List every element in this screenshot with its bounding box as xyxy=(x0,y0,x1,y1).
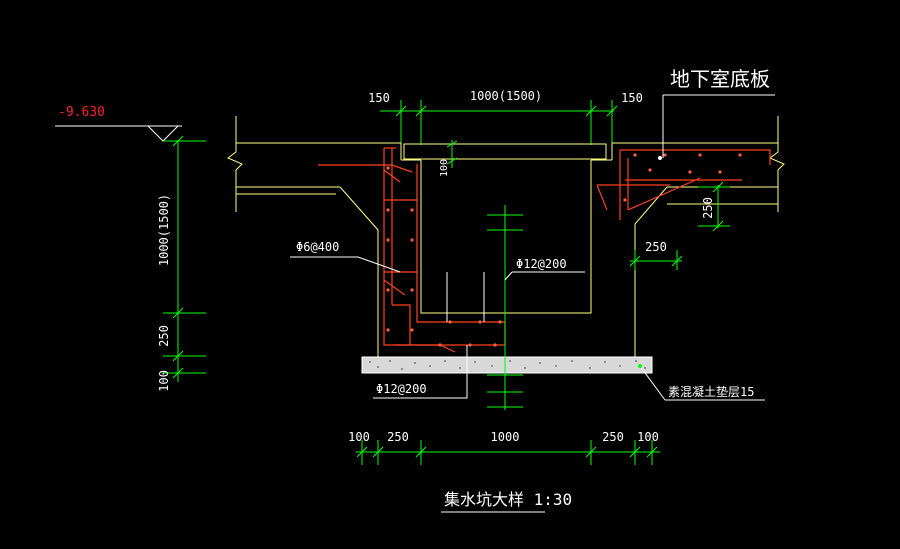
label-rebar-bottom: Φ12@200 xyxy=(376,382,427,396)
dim-left-base: 250 xyxy=(157,325,171,347)
dim-bottom-250-left: 250 xyxy=(387,430,409,444)
dim-left-bottom: 100 xyxy=(157,370,171,392)
rebar-cage xyxy=(318,147,771,353)
dim-bottom-100-right: 100 xyxy=(637,430,659,444)
cushion-callout-dot xyxy=(638,364,642,368)
concrete-cushion-layer xyxy=(361,356,653,374)
drawing-title: 集水坑大样 1:30 xyxy=(444,490,572,509)
dim-top-left: 150 xyxy=(368,91,390,105)
top-dimension-chain xyxy=(380,100,618,145)
bottom-dimension-chain xyxy=(356,440,660,465)
dim-cover-thickness: 100 xyxy=(439,159,450,177)
slab-outline xyxy=(227,116,785,357)
dim-bottom-250-right: 250 xyxy=(602,430,624,444)
dim-left-depth: 1000(1500) xyxy=(157,194,171,266)
dim-chamfer-right: 250 xyxy=(645,240,667,254)
slab-callout-dot xyxy=(658,156,662,160)
cover-thickness-dim xyxy=(446,140,458,168)
label-rebar-stirrup: Φ6@400 xyxy=(296,240,339,254)
dim-slab-right: 250 xyxy=(701,197,715,219)
dim-bottom-center: 1000 xyxy=(491,430,520,444)
dim-top-right: 150 xyxy=(621,91,643,105)
left-dimension-chain xyxy=(163,135,206,382)
rebar-dots xyxy=(386,153,742,347)
elevation-value: -9.630 xyxy=(58,105,105,120)
leader-lines xyxy=(290,94,775,401)
elevation-triangle-icon xyxy=(147,125,179,142)
dim-top-center: 1000(1500) xyxy=(470,89,542,103)
center-axis xyxy=(487,205,523,410)
label-rebar-wall: Φ12@200 xyxy=(516,257,567,271)
label-slab-name: 地下室底板 xyxy=(670,67,770,91)
elevation-marker: -9.630 xyxy=(55,105,182,142)
dim-bottom-100-left: 100 xyxy=(348,430,370,444)
right-slab-dims xyxy=(629,181,730,270)
label-cushion-layer: 素混凝土垫层15 xyxy=(668,384,754,399)
